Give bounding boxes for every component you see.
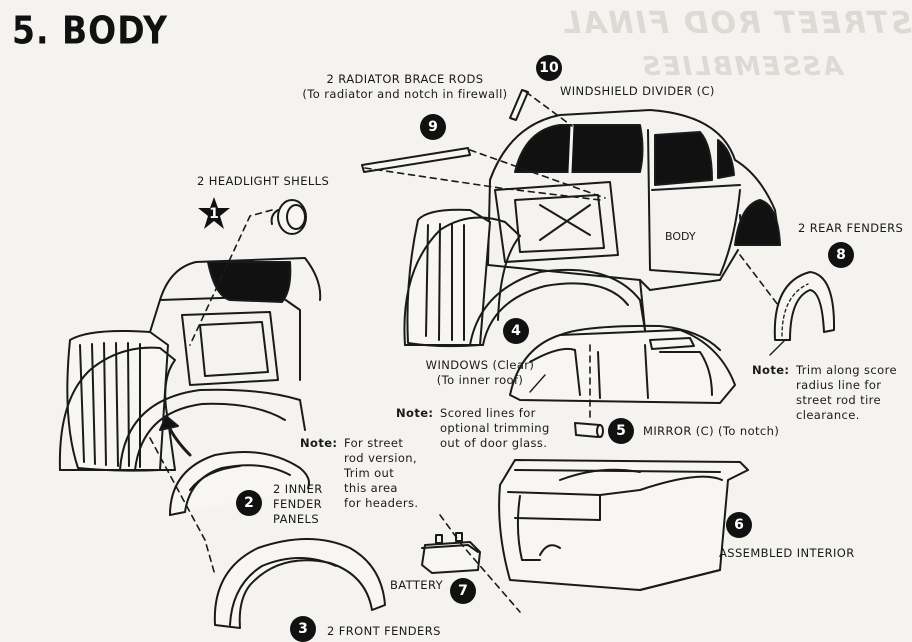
inner-fender-note-text: For street rod version, Trim out this ar…	[344, 436, 419, 510]
part-6-badge: 6	[726, 512, 752, 538]
rear-fender-note: Note: Trim along score radius line for s…	[752, 363, 897, 422]
inner-fender-note: Note: For street rod version, Trim out t…	[300, 436, 418, 510]
part-2-label: 2 INNER FENDER PANELS	[273, 482, 323, 526]
part-10-badge: 10	[536, 55, 562, 81]
part-10-label: WINDSHIELD DIVIDER (C)	[560, 84, 715, 98]
part-8-label: 2 REAR FENDERS	[798, 221, 904, 235]
part-2-badge: 2	[236, 490, 262, 516]
star-icon	[198, 197, 230, 229]
note-prefix: Note:	[300, 436, 338, 450]
part-5-badge: 5	[608, 418, 634, 444]
battery-drawing	[421, 532, 481, 574]
part-3-badge: 3	[290, 616, 316, 642]
body-label: BODY	[665, 230, 696, 243]
front-fender-drawing	[213, 538, 386, 629]
part-7-badge: 7	[450, 578, 476, 604]
part-7-label: BATTERY	[390, 578, 444, 592]
part-1-label: 2 HEADLIGHT SHELLS	[197, 174, 330, 188]
part-3-label: 2 FRONT FENDERS	[327, 624, 441, 638]
part-1-number: 1	[209, 206, 219, 222]
part-1-star-badge: 1	[196, 196, 232, 232]
note-prefix: Note:	[752, 363, 790, 377]
left-car-body-drawing	[58, 257, 322, 472]
part-9-label: 2 RADIATOR BRACE RODS (To radiator and n…	[302, 72, 508, 101]
rear-fender-note-text: Trim along score radius line for street …	[796, 363, 897, 422]
part-9-badge: 9	[420, 114, 446, 140]
part-4-label: WINDOWS (Clear) (To inner roof)	[425, 358, 535, 387]
rear-fender-drawing	[773, 271, 836, 341]
clear-windows-drawing	[509, 324, 736, 404]
windows-note: Note: Scored lines for optional trimming…	[396, 406, 549, 450]
windows-note-text: Scored lines for optional trimming out o…	[440, 406, 550, 450]
inner-fender-panel-drawing	[169, 450, 310, 516]
section-title: 5. BODY	[12, 8, 169, 53]
instruction-page: STREET ROD FINAL ASSEMBLIES	[12, 6, 912, 642]
part-4-badge: 4	[503, 318, 529, 344]
coupe-body-drawing: BODY	[403, 109, 781, 348]
exploded-parts-diagram: BODY	[58, 89, 836, 629]
assembled-interior-drawing	[498, 459, 749, 591]
headlight-shell-drawing	[270, 199, 307, 235]
part-5-label: MIRROR (C) (To notch)	[643, 424, 780, 438]
part-6-label: ASSEMBLED INTERIOR	[719, 546, 855, 560]
note-prefix: Note:	[396, 406, 434, 420]
part-8-badge: 8	[828, 242, 854, 268]
